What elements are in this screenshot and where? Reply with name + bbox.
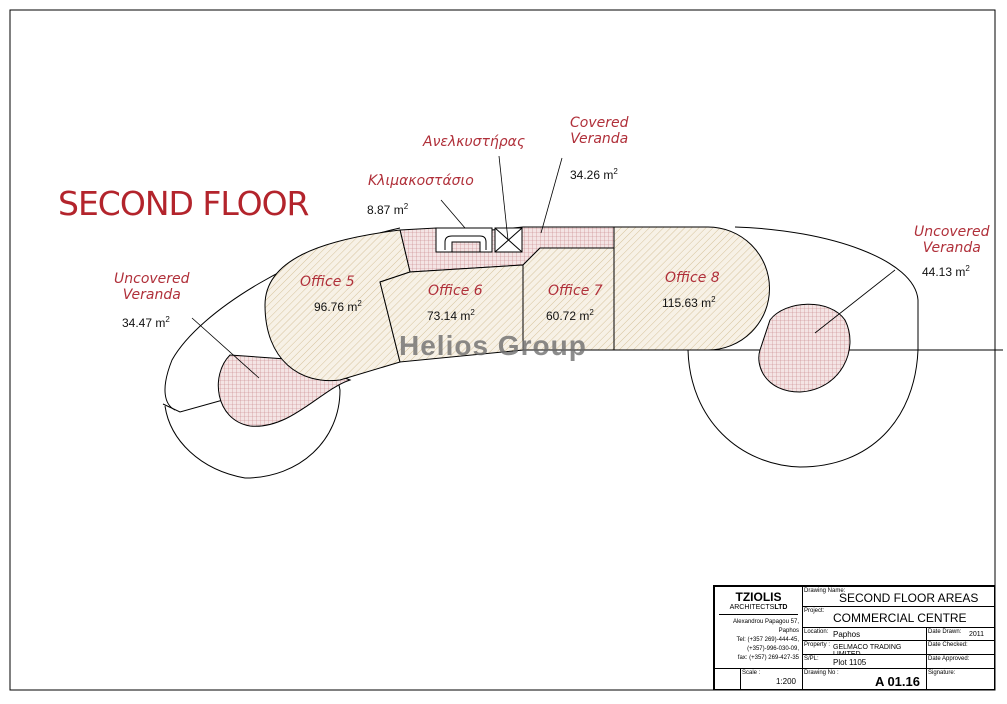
- right-veranda-arc: [687, 349, 919, 468]
- elevator-cross-icon: [494, 227, 523, 253]
- watermark: Helios Group: [399, 330, 587, 361]
- stair-icon: [444, 235, 487, 250]
- covered-veranda-area: 34.26 m2: [570, 167, 618, 182]
- title-block: TZIOLIS ARCHITECTSLTD Alexandrou Papagou…: [713, 585, 995, 690]
- leader-lines: [191, 155, 896, 379]
- office-7-area-value: 60.72 m2: [546, 308, 594, 323]
- right-uncovered-veranda-area: 44.13 m2: [922, 264, 970, 279]
- office-8-label: Office 8: [665, 270, 720, 286]
- office-6-area-value: 73.14 m2: [427, 308, 475, 323]
- staircase-area: 8.87 m2: [367, 202, 409, 217]
- right-veranda-outline: [734, 226, 919, 350]
- office-7-label: Office 7: [548, 283, 603, 299]
- right-uncovered-veranda: [758, 303, 851, 393]
- office-5-area: [264, 229, 411, 382]
- office-8-area: [613, 226, 770, 351]
- office-6-label: Office 6: [428, 283, 483, 299]
- office-8-area-value: 115.63 m2: [662, 295, 716, 310]
- drawing-title: SECOND FLOOR: [58, 184, 309, 223]
- left-uncovered-veranda-area: 34.47 m2: [122, 315, 170, 330]
- elevator-label: Ανελκυστήρας: [423, 134, 526, 150]
- office-5-area-value: 96.76 m2: [314, 299, 362, 314]
- office-5-label: Office 5: [300, 274, 355, 290]
- staircase-label: Κλιμακοστάσιο: [368, 173, 474, 189]
- firm-info: TZIOLIS ARCHITECTSLTD Alexandrou Papagou…: [714, 586, 803, 669]
